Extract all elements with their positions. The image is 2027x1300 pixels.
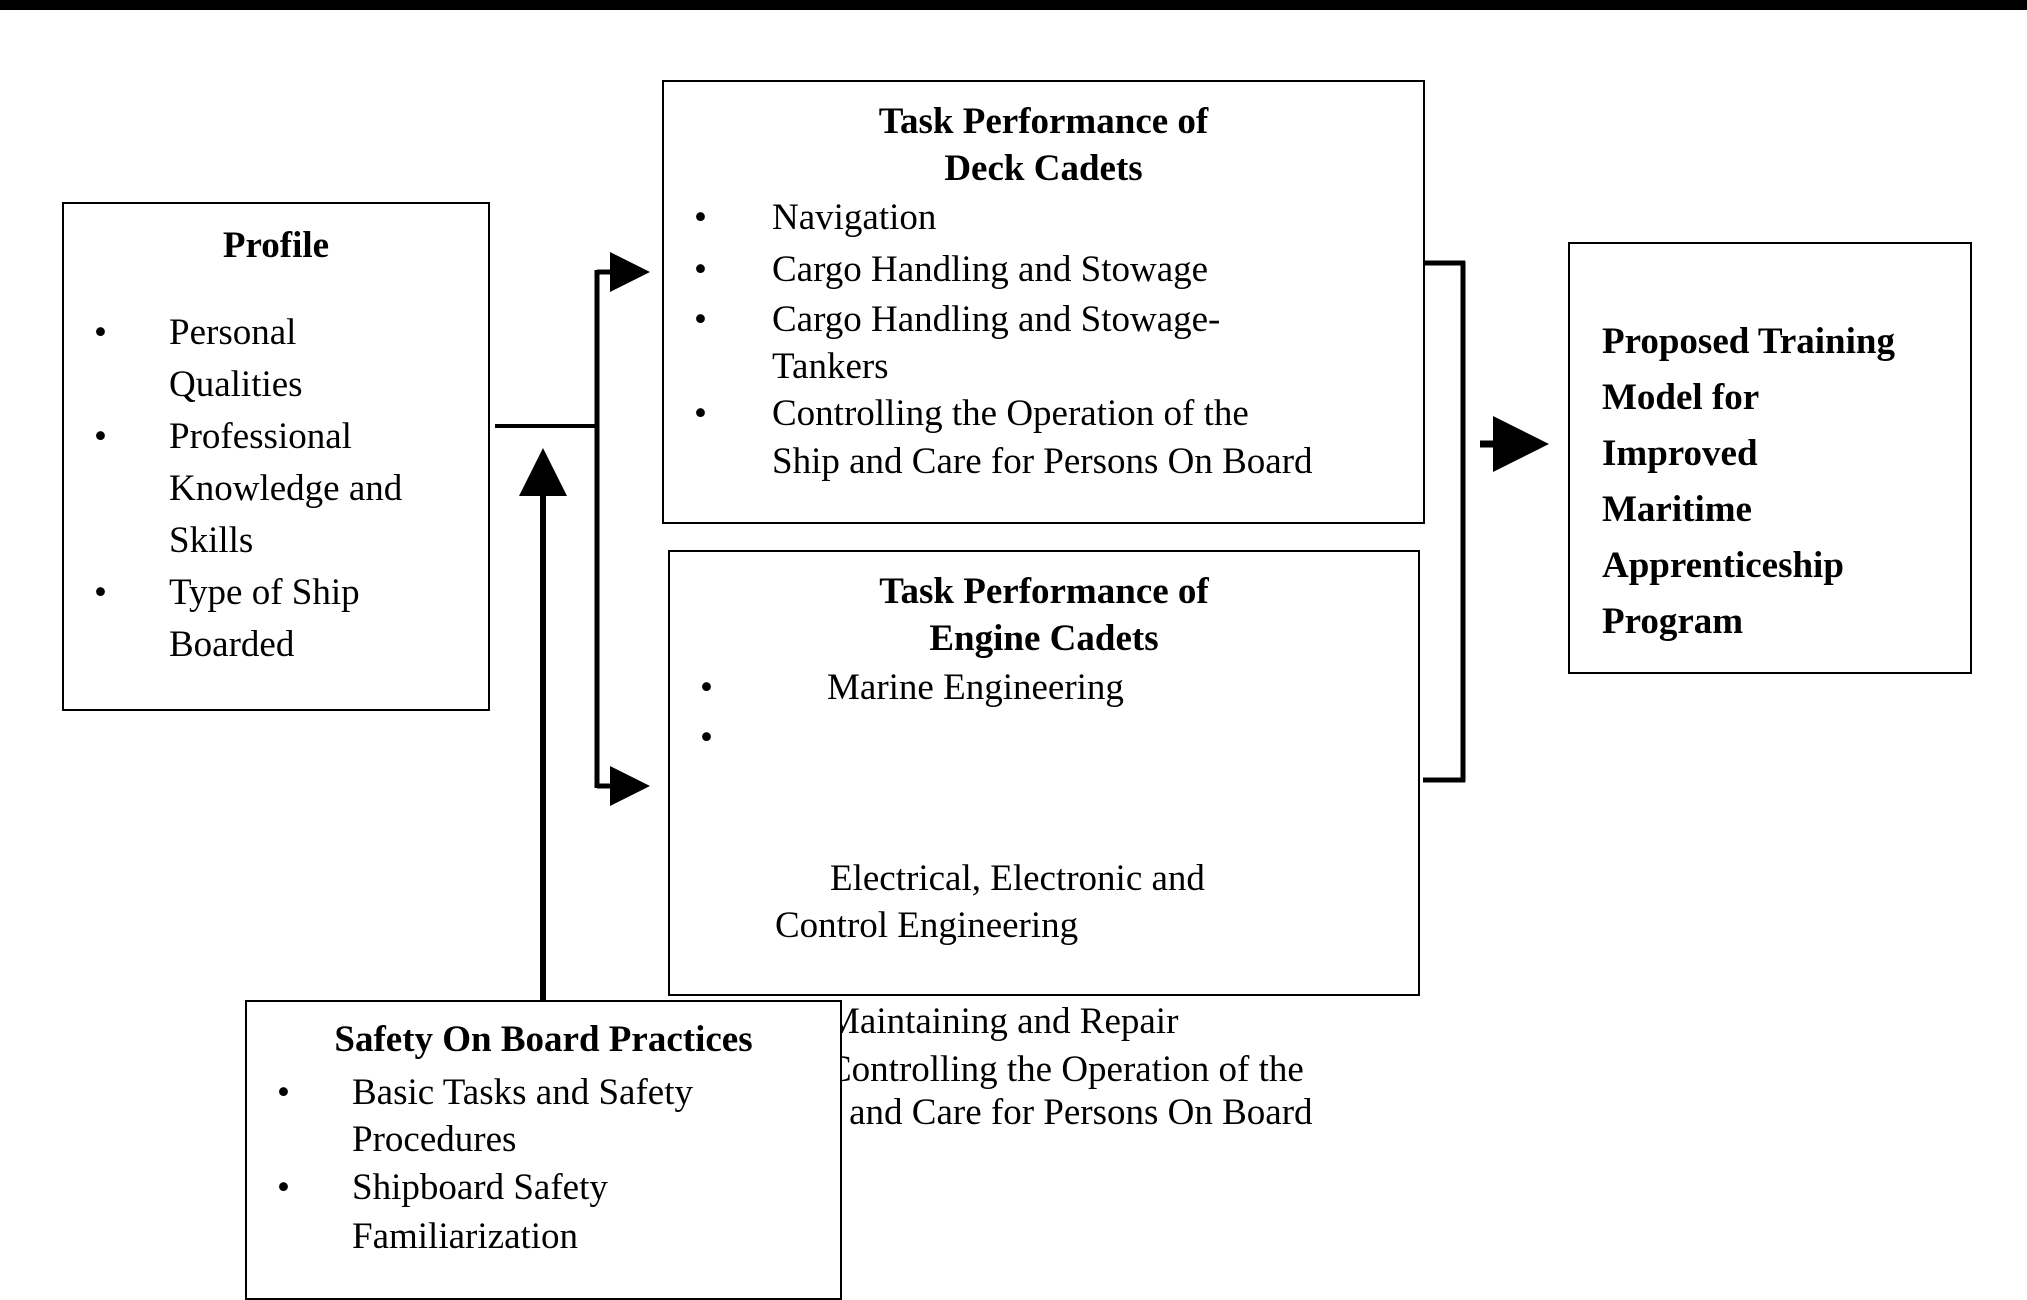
safety-box: Safety On Board Practices •Basic Tasks a… — [245, 1000, 842, 1300]
list-item: •Type of Ship Boarded — [64, 567, 488, 671]
profile-box: Profile •Personal Qualities •Professiona… — [62, 202, 490, 711]
list-item: •Professional Knowledge and Skills — [64, 411, 488, 567]
deck-cadets-title: Task Performance of Deck Cadets — [878, 101, 1209, 189]
bullet-icon: • — [700, 717, 713, 758]
profile-list: •Personal Qualities •Professional Knowle… — [64, 307, 488, 671]
list-item: •Maintaining and Repair — [670, 996, 1418, 1048]
list-item: •Controlling the Operation of the Ship a… — [670, 1048, 1418, 1134]
engine-cadets-list: •Marine Engineering • Electrical, Electr… — [670, 662, 1418, 1134]
safety-list: •Basic Tasks and Safety Procedures •Ship… — [247, 1069, 840, 1261]
outcome-box: Proposed Training Model for Improved Mar… — [1568, 242, 1972, 674]
bullet-icon: • — [94, 416, 107, 457]
profile-title: Profile — [222, 225, 330, 266]
list-item: •Basic Tasks and Safety Procedures — [247, 1069, 840, 1163]
list-item: •Marine Engineering — [670, 662, 1418, 714]
bullet-icon: • — [700, 667, 713, 708]
list-item: •Shipboard Safety Familiarization — [247, 1163, 840, 1261]
deck-cadets-list: •Navigation •Cargo Handling and Stowage … — [664, 192, 1423, 486]
list-item: •Cargo Handling and Stowage- Tankers — [664, 296, 1423, 390]
list-item: •Cargo Handling and Stowage — [664, 244, 1423, 296]
list-item: •Personal Qualities — [64, 307, 488, 411]
bullet-icon: • — [694, 249, 707, 290]
bullet-icon: • — [277, 1167, 290, 1208]
bullet-icon: • — [94, 572, 107, 613]
outcome-title: Proposed Training Model for Improved Mar… — [1602, 321, 1895, 642]
engine-cadets-title: Task Performance of Engine Cadets — [879, 571, 1209, 659]
bullet-icon: • — [694, 197, 707, 238]
bullet-icon: • — [94, 312, 107, 353]
list-item: •Navigation — [664, 192, 1423, 244]
top-border — [0, 0, 2027, 10]
deck-cadets-box: Task Performance of Deck Cadets •Navigat… — [662, 80, 1425, 524]
bullet-icon: • — [694, 299, 707, 340]
list-item: • Electrical, Electronic and Control Eng… — [670, 714, 1418, 996]
engine-item-electrical: Electrical, Electronic and Control Engin… — [775, 858, 1205, 946]
bullet-icon: • — [694, 393, 707, 434]
list-item: •Controlling the Operation of the Ship a… — [664, 390, 1423, 486]
bullet-icon: • — [277, 1072, 290, 1113]
engine-cadets-box: Task Performance of Engine Cadets •Marin… — [668, 550, 1420, 1133]
safety-title: Safety On Board Practices — [334, 1019, 753, 1060]
